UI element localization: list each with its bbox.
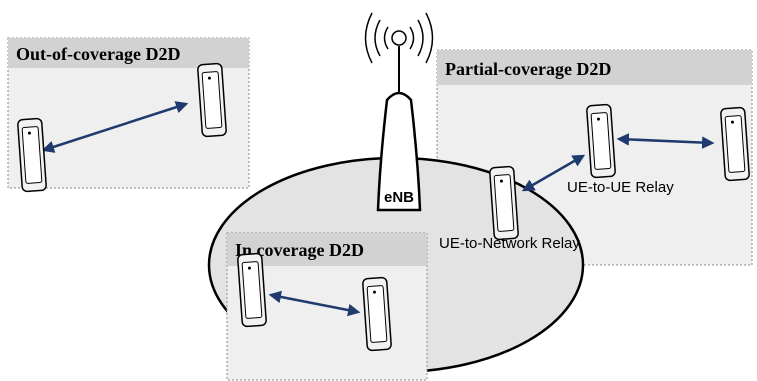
- d2d-link-partial-relay-to-ue: [616, 133, 715, 149]
- phone-icon: [361, 276, 393, 352]
- phone-icon: [236, 252, 268, 328]
- enb-label: eNB: [384, 189, 414, 206]
- phone-icon: [585, 103, 617, 179]
- phone-icon: [488, 165, 520, 241]
- phone-icon: [16, 117, 48, 193]
- base-station-icon: eNB: [364, 12, 434, 212]
- antenna-icon: [364, 12, 434, 64]
- phone-icon: [719, 106, 751, 182]
- phone-icon: [196, 62, 228, 138]
- out-of-coverage-title: Out-of-coverage D2D: [16, 44, 180, 64]
- ue-to-ue-relay-label: UE-to-UE Relay: [567, 179, 674, 196]
- d2d-link-network-relay-to-ue-relay: [521, 154, 586, 192]
- d2d-link-in-coverage: [268, 290, 361, 317]
- d2d-link-out-of-coverage: [41, 101, 189, 153]
- ue-to-network-relay-label: UE-to-Network Relay: [439, 235, 580, 252]
- in-coverage-title: In coverage D2D: [235, 240, 364, 260]
- partial-coverage-title: Partial-coverage D2D: [445, 59, 611, 79]
